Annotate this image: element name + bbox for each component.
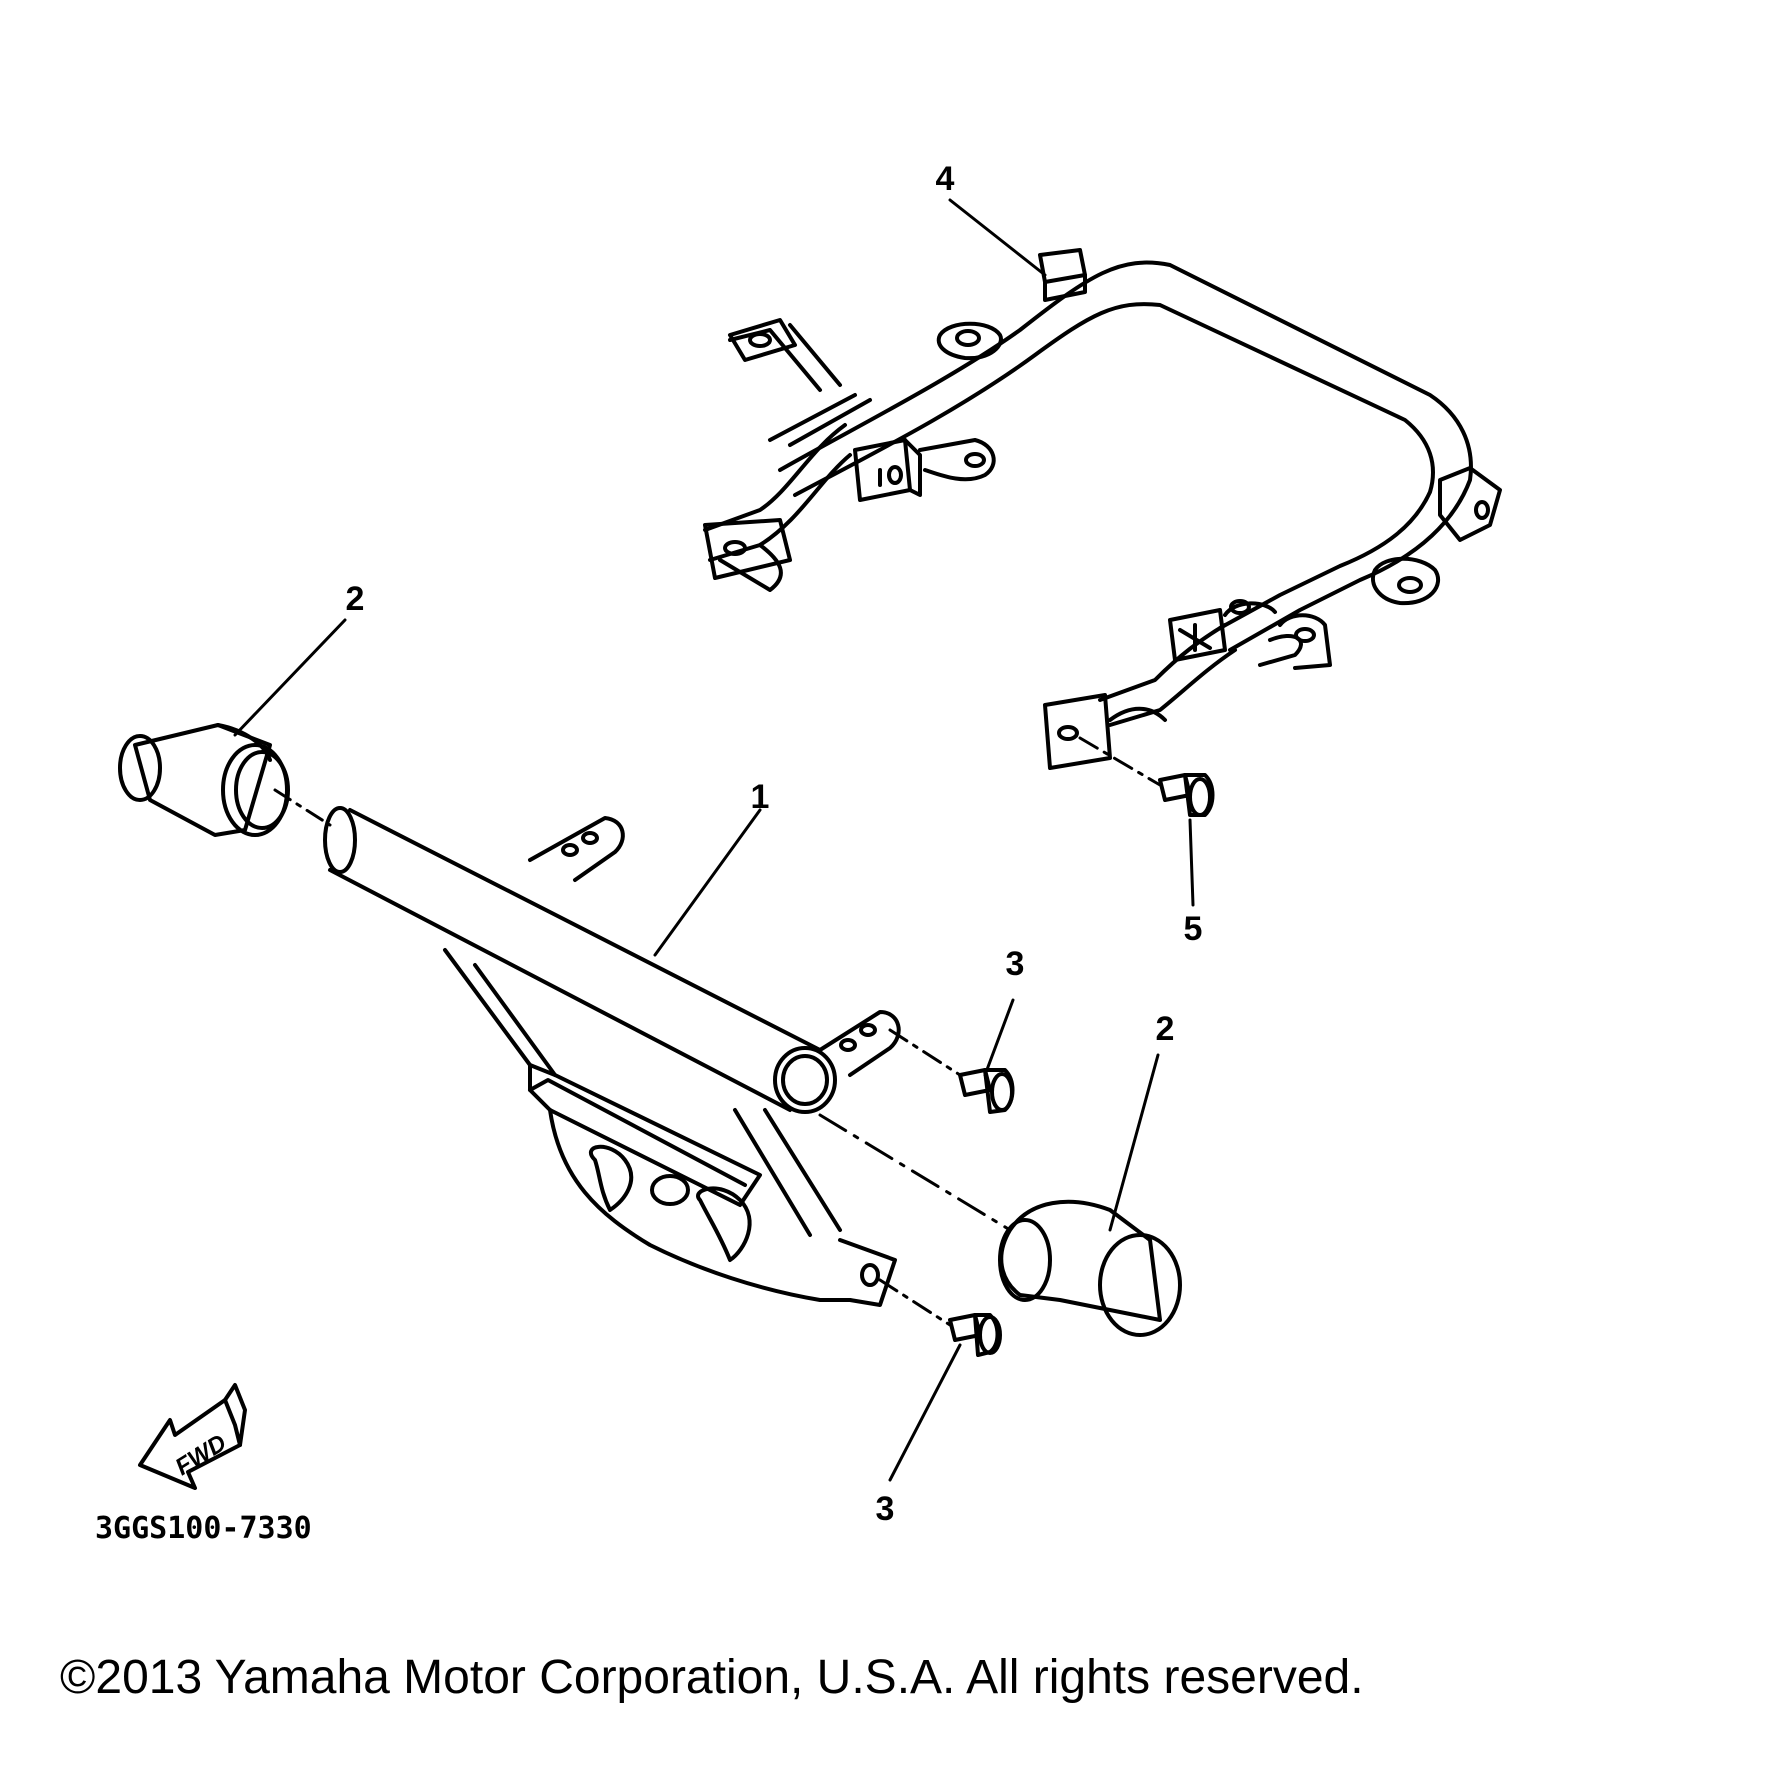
callout-1: 1 bbox=[751, 778, 770, 816]
callout-2-left: 2 bbox=[346, 580, 365, 618]
end-cap-right bbox=[998, 1199, 1182, 1337]
front-bumper bbox=[323, 806, 901, 1307]
fwd-label: FWD bbox=[171, 1429, 232, 1481]
diagram-code: 3GGS100-7330 bbox=[95, 1511, 312, 1546]
callout-3-lower: 3 bbox=[876, 1490, 895, 1528]
rear-bar-frame bbox=[703, 248, 1502, 770]
callout-5: 5 bbox=[1184, 910, 1203, 948]
bolt-part-5 bbox=[1158, 773, 1215, 817]
callout-3-upper: 3 bbox=[1006, 945, 1025, 983]
bolt-upper bbox=[958, 1068, 1015, 1114]
fwd-arrow-icon bbox=[138, 1383, 247, 1490]
end-cap-left bbox=[118, 723, 290, 837]
callout-4: 4 bbox=[936, 160, 955, 198]
bolt-lower bbox=[948, 1313, 1002, 1357]
leader-lines bbox=[233, 198, 1195, 1482]
copyright-notice: ©2013 Yamaha Motor Corporation, U.S.A. A… bbox=[60, 1651, 1364, 1704]
callout-2-right: 2 bbox=[1156, 1010, 1175, 1048]
